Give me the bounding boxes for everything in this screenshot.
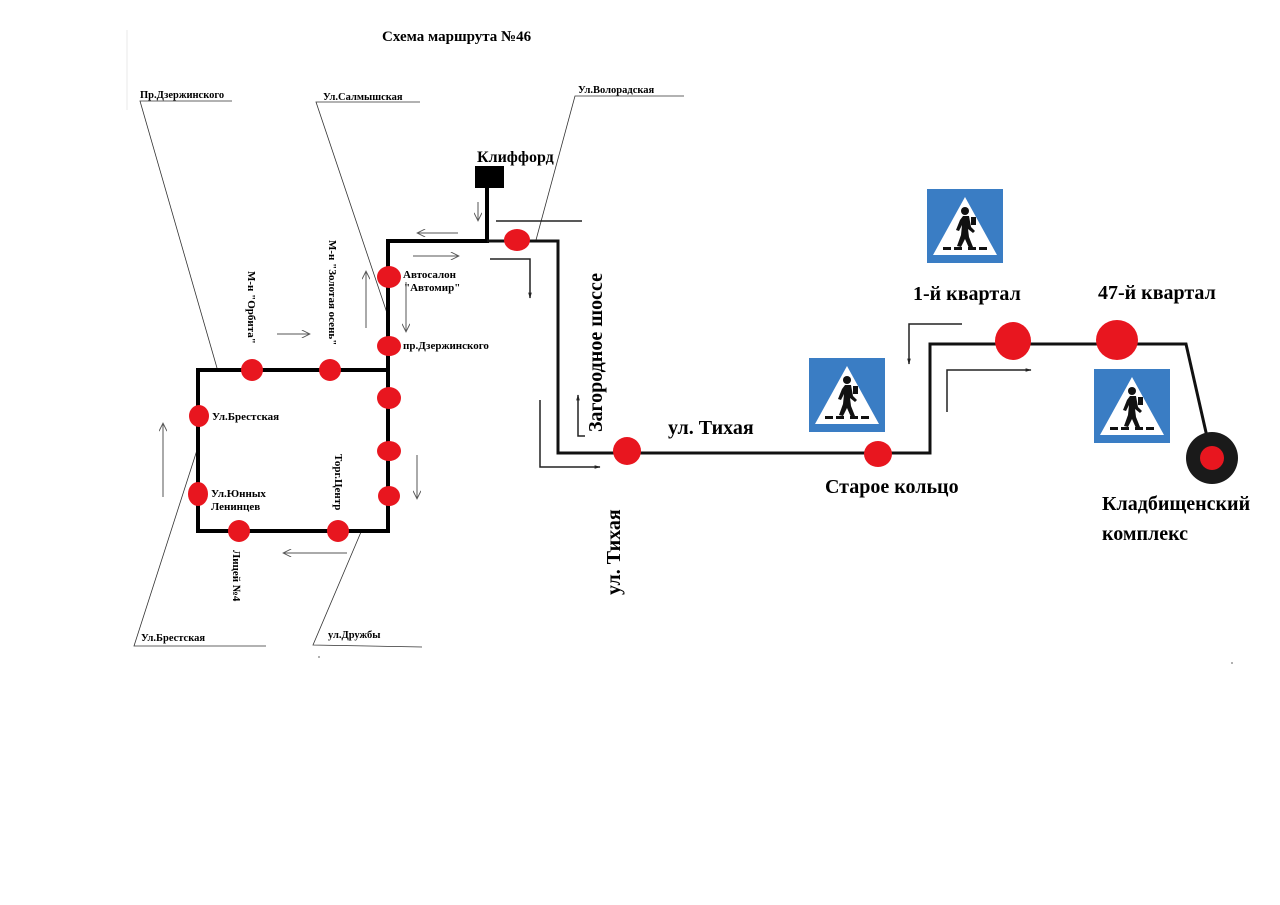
pedestrian-crossing-icon bbox=[809, 358, 885, 432]
svg-text:Ул.Брестская: Ул.Брестская bbox=[141, 633, 205, 644]
stop-marker-kvartal-47[interactable] bbox=[1096, 320, 1138, 360]
stop-label-staroe-koltso: Старое кольцо bbox=[825, 476, 959, 498]
stop-marker-torg-tsentr[interactable] bbox=[327, 520, 349, 542]
stop-label-yunykh-1: Ул.Юнных bbox=[211, 488, 266, 500]
stop-label-orbita: М-н "Орбита" bbox=[245, 271, 257, 344]
terminal-dot-icon bbox=[1200, 446, 1224, 470]
svg-text:ул.Дружбы: ул.Дружбы bbox=[328, 630, 380, 641]
stop-label-avtosalon-1: Автосалон bbox=[403, 269, 457, 281]
stop-marker-kvartal-1[interactable] bbox=[995, 322, 1031, 360]
stop-label-terminal-2: комплекс bbox=[1102, 523, 1188, 545]
stop-marker-brestskaya[interactable] bbox=[189, 405, 209, 427]
street-label-brestskaya-bottom: Ул.Брестская bbox=[133, 446, 266, 647]
arrow-icon bbox=[907, 323, 962, 365]
scan-speck bbox=[1231, 662, 1233, 664]
street-label-tikhaya-vertical: ул. Тихая bbox=[603, 509, 625, 595]
arrow-icon bbox=[490, 258, 532, 299]
svg-text:Пр.Дзержинского: Пр.Дзержинского bbox=[140, 90, 224, 101]
stop-label-avtosalon-2: "Автомир" bbox=[404, 282, 460, 294]
arrow-icon bbox=[576, 394, 585, 437]
arrow-icon bbox=[946, 368, 1032, 412]
stop-marker-zagorodnoe-start[interactable] bbox=[504, 229, 530, 251]
stop-marker-avtosalon[interactable] bbox=[377, 266, 401, 288]
stop-marker-zolotaya-osen[interactable] bbox=[319, 359, 341, 381]
stop-marker-loop-east-1[interactable] bbox=[377, 387, 401, 409]
street-label-druzhby: ул.Дружбы bbox=[312, 531, 423, 648]
stop-marker-orbita[interactable] bbox=[241, 359, 263, 381]
stop-label-pr-dzerzhinskogo: пр.Дзержинского bbox=[403, 340, 489, 352]
stop-label-kvartal-47: 47-й квартал bbox=[1098, 282, 1216, 304]
map-title: Схема маршрута №46 bbox=[382, 29, 532, 45]
stops bbox=[188, 229, 1138, 542]
street-label-volorodskaya: Ул.Волорадская bbox=[535, 85, 684, 241]
depot-label: Клиффорд bbox=[477, 149, 554, 166]
street-label-pr-dzerzhinskogo: Пр.Дзержинского bbox=[139, 90, 232, 369]
street-label-tikhaya-horizontal: ул. Тихая bbox=[668, 417, 754, 439]
stop-marker-yunykh-lenintsev[interactable] bbox=[188, 482, 208, 506]
stop-label-litsey-4: Лицей №4 bbox=[230, 550, 242, 602]
route-line-main bbox=[487, 239, 1212, 455]
stop-label-yunykh-2: Ленинцев bbox=[211, 501, 260, 513]
stop-label-kvartal-1: 1-й квартал bbox=[913, 283, 1021, 305]
svg-text:Ул.Салмышская: Ул.Салмышская bbox=[323, 92, 403, 103]
stop-label-torg-tsentr: Торг.Центр bbox=[332, 454, 344, 510]
stop-label-zolotaya-osen: М-н "Золотая осень" bbox=[326, 240, 338, 345]
arrow-icon bbox=[539, 400, 601, 469]
pedestrian-crossing-icon bbox=[927, 189, 1003, 263]
scan-speck bbox=[318, 656, 320, 658]
stop-label-brestskaya: Ул.Брестская bbox=[212, 411, 279, 423]
stop-marker-litsey-4[interactable] bbox=[228, 520, 250, 542]
direction-arrows bbox=[163, 202, 1032, 553]
stop-marker-tikhaya[interactable] bbox=[613, 437, 641, 465]
stop-marker-pr-dzerzhinskogo[interactable] bbox=[377, 336, 401, 356]
pedestrian-crossing-icon bbox=[1094, 369, 1170, 443]
stop-marker-loop-east-2[interactable] bbox=[377, 441, 401, 461]
stop-marker-loop-east-3[interactable] bbox=[378, 486, 400, 506]
street-label-salmyshskaya: Ул.Салмышская bbox=[315, 92, 420, 314]
svg-text:Ул.Волорадская: Ул.Волорадская bbox=[578, 85, 654, 96]
stop-label-terminal-1: Кладбищенский bbox=[1102, 493, 1250, 515]
depot-square-icon bbox=[475, 166, 504, 188]
terminal-marker[interactable] bbox=[1186, 432, 1238, 484]
stop-marker-staroe-koltso[interactable] bbox=[864, 441, 892, 467]
street-label-zagorodnoe-shosse: Загородное шоссе bbox=[585, 273, 607, 432]
